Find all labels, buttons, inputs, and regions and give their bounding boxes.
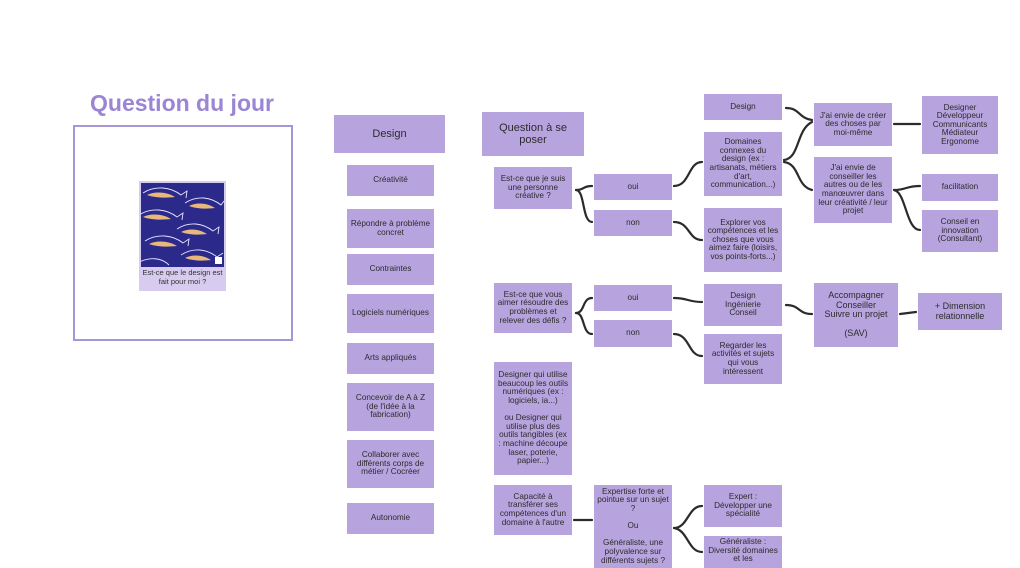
- regarder-node[interactable]: Regarder les activités et sujets qui vou…: [704, 334, 782, 384]
- explorer-node[interactable]: Explorer vos compétences et les choses q…: [704, 208, 782, 272]
- design-item-contraintes[interactable]: Contraintes: [347, 254, 434, 285]
- connector-q1-oui: [574, 184, 594, 192]
- connector-oui-ingenierie: [672, 296, 704, 304]
- expert-node[interactable]: Expert : Développer une spécialité: [704, 485, 782, 527]
- question-caption: Est-ce que le design est fait pour moi ?: [142, 268, 223, 286]
- facilitation-node[interactable]: facilitation: [922, 174, 998, 201]
- connector-non-regarder: [672, 332, 704, 358]
- connector-design-creer: [784, 106, 814, 122]
- design-top-node[interactable]: Design: [704, 94, 782, 120]
- flow-header[interactable]: Question à se poser: [482, 112, 584, 156]
- design-item-concevoir[interactable]: Concevoir de A à Z (de l'idée à la fabri…: [347, 383, 434, 431]
- connector-conseiller-facilitation: [892, 184, 922, 192]
- ingenierie-node[interactable]: Design Ingénierie Conseil: [704, 284, 782, 326]
- connector-expertise-generaliste: [672, 526, 704, 554]
- connector-expertise-expert: [672, 504, 704, 530]
- q2-non-node[interactable]: non: [594, 320, 672, 347]
- design-column-header[interactable]: Design: [334, 115, 445, 153]
- design-item-probleme[interactable]: Répondre à problème concret: [347, 209, 434, 248]
- generaliste-node[interactable]: Généraliste : Diversité domaines et les: [704, 536, 782, 568]
- connector-non-explorer: [672, 220, 704, 242]
- domaines-node[interactable]: Domaines connexes du design (ex : artisa…: [704, 132, 782, 196]
- design-item-creativite[interactable]: Créativité: [347, 165, 434, 196]
- connector-domaines-conseiller: [782, 160, 814, 192]
- connector-oui-domaines: [672, 160, 704, 188]
- accompagner-node[interactable]: Accompagner Conseiller Suivre un projet …: [814, 283, 898, 347]
- connector-accompagner-relationnelle: [898, 310, 918, 316]
- metiers-node[interactable]: Designer Développeur Communicants Médiat…: [922, 96, 998, 154]
- design-item-arts[interactable]: Arts appliqués: [347, 343, 434, 374]
- expertise-node[interactable]: Expertise forte et pointue sur un sujet …: [594, 485, 672, 568]
- connector-q2-non: [574, 311, 594, 336]
- question-1-node[interactable]: Est-ce que je suis une personne créative…: [494, 167, 572, 209]
- conseil-innovation-node[interactable]: Conseil en innovation (Consultant): [922, 210, 998, 252]
- relationnelle-node[interactable]: + Dimension relationnelle: [918, 293, 1002, 330]
- page-title: Question du jour: [90, 90, 274, 116]
- connector-conseiller-conseil: [892, 188, 922, 232]
- question-card[interactable]: Est-ce que le design est fait pour moi ?: [139, 181, 226, 291]
- question-3-node[interactable]: Designer qui utilise beaucoup les outils…: [494, 362, 572, 475]
- design-item-collaborer[interactable]: Collaborer avec différents corps de méti…: [347, 440, 434, 488]
- connector-q2-oui: [574, 296, 594, 315]
- connector-q1-non: [574, 188, 594, 224]
- creer-node[interactable]: J'ai envie de créer des choses par moi-m…: [814, 103, 892, 146]
- conseiller-node[interactable]: J'ai envie de conseiller les autres ou d…: [814, 157, 892, 223]
- design-item-logiciels[interactable]: Logiciels numériques: [347, 294, 434, 333]
- connector-domaines-brace: [782, 120, 814, 162]
- q1-oui-node[interactable]: oui: [594, 174, 672, 200]
- whale-illustration: [141, 183, 224, 267]
- question-4-node[interactable]: Capacité à transférer ses compétences d'…: [494, 485, 572, 535]
- q1-non-node[interactable]: non: [594, 210, 672, 236]
- q2-oui-node[interactable]: oui: [594, 285, 672, 311]
- connector-ingenierie-accompagner: [784, 303, 814, 316]
- design-item-autonomie[interactable]: Autonomie: [347, 503, 434, 534]
- question-2-node[interactable]: Est-ce que vous aimer résoudre des probl…: [494, 283, 572, 333]
